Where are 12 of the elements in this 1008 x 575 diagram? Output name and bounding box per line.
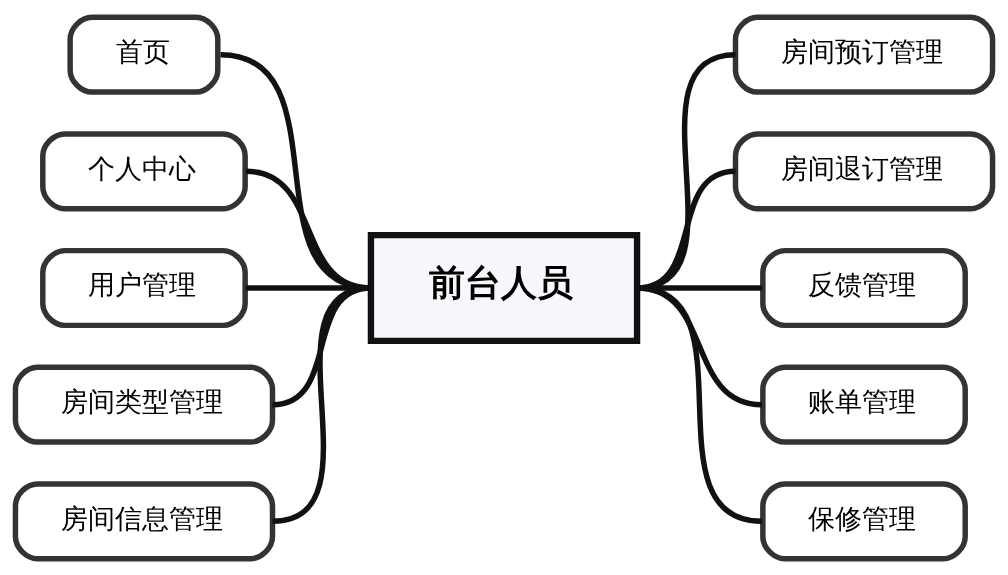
node-box: 账单管理 bbox=[760, 364, 968, 445]
node-box: 房间退订管理 bbox=[732, 130, 996, 211]
node-box: 用户管理 bbox=[40, 247, 248, 328]
node-box: 个人中心 bbox=[40, 130, 248, 211]
node-box: 房间信息管理 bbox=[12, 480, 276, 561]
node-box: 房间类型管理 bbox=[12, 364, 276, 445]
node-box: 反馈管理 bbox=[760, 247, 968, 328]
connector bbox=[636, 284, 763, 524]
node-box: 保修管理 bbox=[760, 480, 968, 561]
node-box: 首页 bbox=[67, 14, 221, 95]
node-box: 房间预订管理 bbox=[732, 14, 996, 95]
node-box: 前台人员 bbox=[367, 231, 641, 344]
